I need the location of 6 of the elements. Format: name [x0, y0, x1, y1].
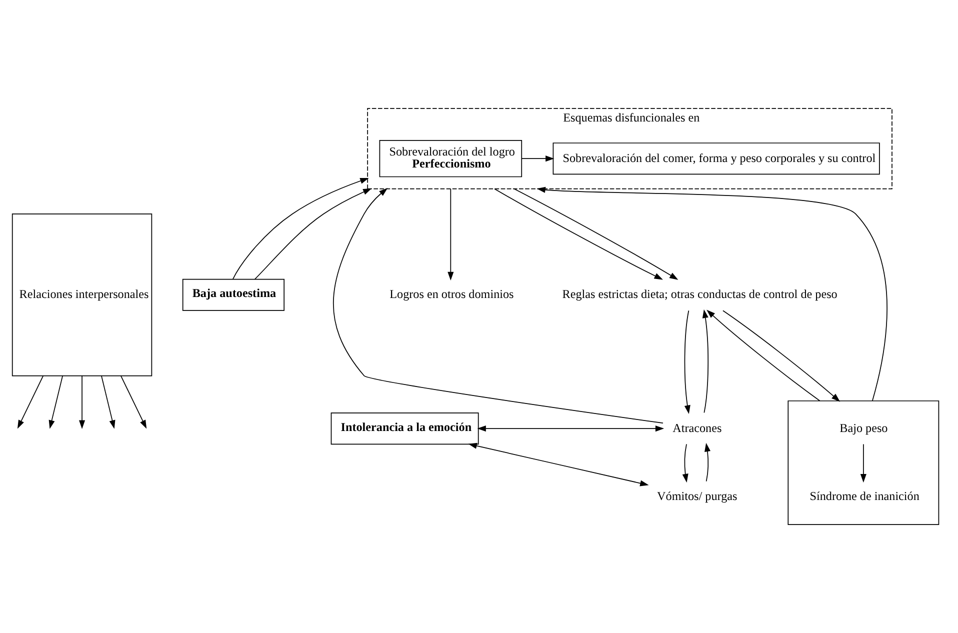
node-text: Vómitos/ purgas: [657, 489, 738, 504]
node-text: Reglas estrictas dieta; otras conductas de control de peso: [562, 287, 838, 302]
node-text: Síndrome de inanición: [810, 489, 920, 504]
node-text: Logros en otros dominios: [390, 287, 514, 302]
node-text: Atracones: [672, 420, 722, 435]
node-text: Bajo peso: [840, 420, 888, 435]
